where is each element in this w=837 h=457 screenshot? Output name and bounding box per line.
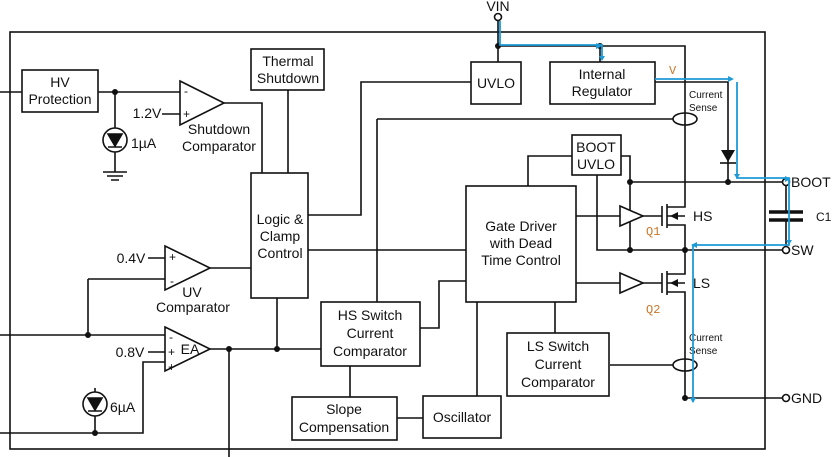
blocks-hv-protection-0-label: HV <box>50 74 70 90</box>
uv-comparator: + - UV Comparator 0.4V <box>117 244 230 315</box>
blocks-ls-switch-2-label: Comparator <box>521 374 595 390</box>
pin-vin[interactable]: VIN <box>486 0 510 22</box>
blocks-boot-uvlo-1-label: UVLO <box>577 156 615 172</box>
labels-current-sense-1-label: Sense <box>689 346 718 357</box>
labels-minus-label: - <box>169 330 173 344</box>
blocks-hv-protection-1-label: Protection <box>28 91 91 107</box>
pins-vin-label: VIN <box>486 0 509 14</box>
ls-current-sense: Current Sense <box>672 333 723 372</box>
blocks-thermal-shutdown-1-label: Shutdown <box>257 70 319 86</box>
labels-i1-label: 1µA <box>131 135 157 151</box>
labels-hs-label: HS <box>693 208 712 224</box>
blocks-thermal-shutdown-0-label: Thermal <box>262 53 313 69</box>
error-amplifier: - + + EA 0.8V <box>116 325 212 374</box>
pin-gnd[interactable]: GND <box>781 390 823 406</box>
labels-q1-label: Q1 <box>646 225 660 239</box>
labels-minus-label: - <box>184 84 188 98</box>
boot-diode-icon <box>720 150 736 164</box>
current-source-1ua-icon: 1µA <box>102 127 157 153</box>
pins-gnd-label: GND <box>791 390 822 406</box>
pins-sw-label: SW <box>791 242 814 258</box>
blocks-slope-comp-1-label: Compensation <box>299 419 389 435</box>
blocks-ls-switch-0-label: LS Switch <box>527 338 589 354</box>
labels-v-label: V <box>669 64 677 78</box>
comparators-shutdown-1-label: Comparator <box>182 138 256 154</box>
blocks-logic-clamp-2-label: Control <box>257 245 302 261</box>
pin-boot[interactable]: BOOT <box>781 174 832 190</box>
blocks-gate-driver-0-label: Gate Driver <box>485 218 557 234</box>
labels-current-sense-0-label: Current <box>689 90 723 101</box>
blocks-slope-comp-0-label: Slope <box>326 401 362 417</box>
boot-uvlo-block: BOOT UVLO <box>571 134 622 176</box>
blocks-logic-clamp-1-label: Clamp <box>260 228 301 244</box>
blocks-oscillator-label: Oscillator <box>433 409 492 425</box>
labels-c1-label: C1 <box>816 210 832 224</box>
shutdown-comparator: - + Shutdown Comparator 1.2V <box>133 79 256 154</box>
pins-boot-label: BOOT <box>791 174 831 190</box>
blocks-logic-clamp-0-label: Logic & <box>257 211 304 227</box>
labels-current-sense-1-label: Sense <box>689 103 718 114</box>
labels-i6-label: 6µA <box>110 399 136 415</box>
labels-v04-label: 0.4V <box>117 250 146 266</box>
labels-current-sense-0-label: Current <box>689 333 723 344</box>
current-source-6ua-icon: 6µA <box>82 391 136 417</box>
junction-dots <box>85 43 731 436</box>
blocks-gate-driver-2-label: Time Control <box>481 252 561 268</box>
labels-plus-label: + <box>168 345 175 359</box>
thermal-shutdown-block: Thermal Shutdown <box>250 48 325 91</box>
blocks-ls-switch-1-label: Current <box>535 356 582 372</box>
logic-clamp-control-block: Logic & Clamp Control <box>250 172 309 299</box>
uvlo-block: UVLO <box>470 61 522 105</box>
blocks-uvlo-label: UVLO <box>477 75 515 91</box>
labels-minus-label: - <box>170 274 174 288</box>
capacitor-c1-icon: C1 <box>769 210 832 224</box>
blocks-hs-switch-1-label: Current <box>347 325 394 341</box>
hs-mosfet-icon: HS <box>661 204 712 230</box>
comparators-ea-label: EA <box>181 341 200 357</box>
blocks-boot-uvlo-0-label: BOOT <box>576 139 616 155</box>
chip-outline <box>9 31 766 450</box>
hs-driver-buffer-icon <box>619 204 646 228</box>
ls-switch-comparator-block: LS Switch Current Comparator <box>506 332 610 397</box>
labels-ls-label: LS <box>693 275 710 291</box>
labels-plus-label: + <box>169 250 176 264</box>
labels-q2-label: Q2 <box>646 303 660 317</box>
slope-compensation-block: Slope Compensation <box>291 396 398 441</box>
blocks-hs-switch-2-label: Comparator <box>333 343 407 359</box>
labels-v08-label: 0.8V <box>116 344 145 360</box>
hs-current-sense: Current Sense <box>672 90 723 126</box>
ls-mosfet-icon: LS <box>661 270 710 295</box>
labels-plus-label: + <box>183 107 190 121</box>
labels-v12-label: 1.2V <box>133 105 162 121</box>
comparators-uv-1-label: Comparator <box>156 299 230 315</box>
gate-driver-block: Gate Driver with Dead Time Control <box>465 185 577 303</box>
hv-protection-block: HV Protection <box>21 69 99 113</box>
comparators-shutdown-0-label: Shutdown <box>188 121 250 137</box>
hs-switch-comparator-block: HS Switch Current Comparator <box>320 301 421 367</box>
comparators-uv-0-label: UV <box>182 284 202 300</box>
ls-driver-buffer-icon <box>619 271 646 295</box>
blocks-internal-regulator-0-label: Internal <box>579 66 626 82</box>
wires <box>0 21 787 457</box>
labels-plus-label: + <box>168 360 175 374</box>
oscillator-block: Oscillator <box>422 395 502 439</box>
internal-regulator-block: Internal Regulator <box>549 61 656 105</box>
pin-sw[interactable]: SW <box>781 242 815 258</box>
blocks-internal-regulator-1-label: Regulator <box>572 83 633 99</box>
blocks-gate-driver-1-label: with Dead <box>489 235 552 251</box>
blocks-hs-switch-0-label: HS Switch <box>338 307 403 323</box>
current-path-annotation: V Q1 Q2 <box>499 21 792 403</box>
